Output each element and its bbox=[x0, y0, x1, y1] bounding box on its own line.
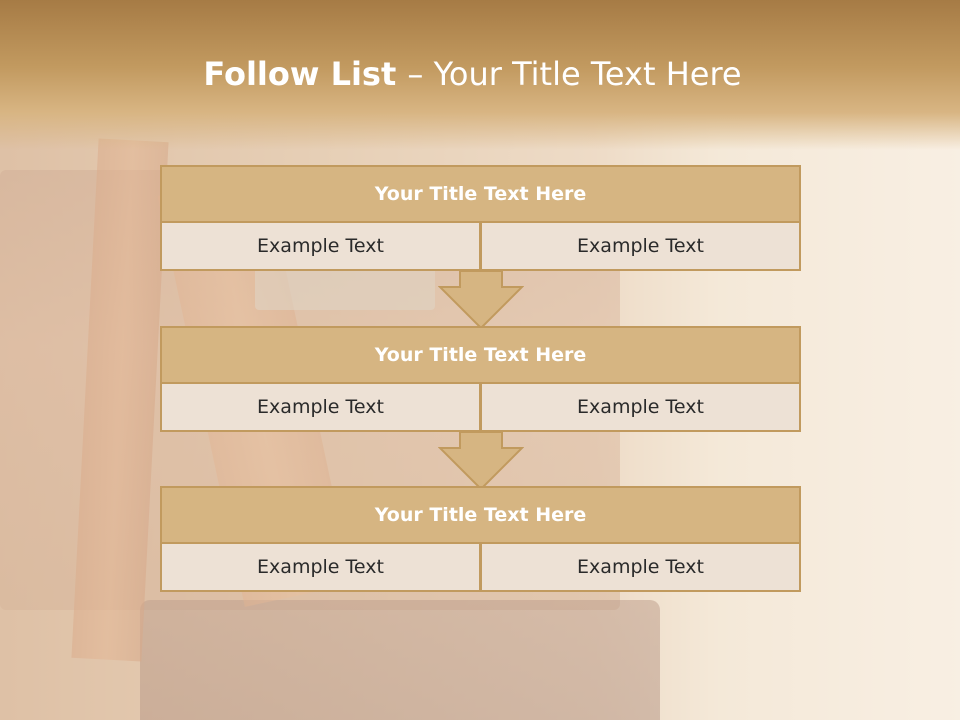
block-cell-left: Example Text bbox=[160, 382, 481, 432]
block-title: Your Title Text Here bbox=[160, 326, 801, 384]
block-cell-right: Example Text bbox=[480, 382, 801, 432]
block-cell-left: Example Text bbox=[160, 221, 481, 271]
slide-title-rest: – Your Title Text Here bbox=[407, 55, 742, 93]
block-cell-right: Example Text bbox=[480, 221, 801, 271]
block-title: Your Title Text Here bbox=[160, 165, 801, 223]
block-cell-right: Example Text bbox=[480, 542, 801, 592]
slide-title-bold: Follow List bbox=[203, 55, 408, 93]
flow-block-3: Your Title Text Here Example Text Exampl… bbox=[160, 486, 801, 594]
title-band bbox=[0, 0, 960, 150]
down-arrow-icon bbox=[438, 432, 524, 490]
block-title: Your Title Text Here bbox=[160, 486, 801, 544]
slide-title: Follow List – Your Title Text Here bbox=[0, 55, 945, 93]
block-cell-left: Example Text bbox=[160, 542, 481, 592]
flow-block-2: Your Title Text Here Example Text Exampl… bbox=[160, 326, 801, 434]
down-arrow-icon bbox=[438, 271, 524, 329]
flow-block-1: Your Title Text Here Example Text Exampl… bbox=[160, 165, 801, 273]
